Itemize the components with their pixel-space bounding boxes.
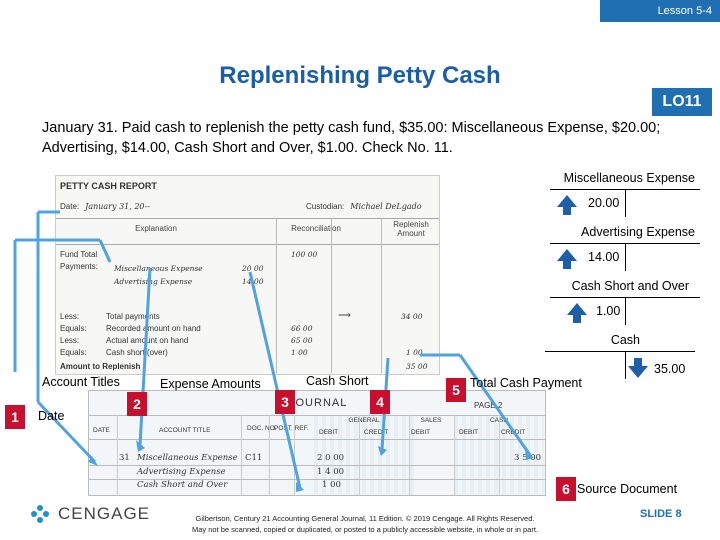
journal-misc-debit: 2 0 00 [317, 453, 345, 463]
arrow-down-icon [628, 358, 648, 378]
callout-5-badge: 5 [446, 378, 466, 402]
taccount-misc-label: Miscellaneous Expense [563, 171, 695, 185]
transaction-description: Paid cash to replenish the petty cash fu… [42, 120, 661, 156]
callout-5-text: Total Cash Payment [470, 376, 582, 390]
fund-total-value: 100 00 [291, 250, 318, 259]
report-custodian: Custodian: Michael DeLgado [306, 202, 422, 211]
taccount-misc-amount: 20.00 [588, 196, 620, 210]
callout-3-text: Cash Short [306, 374, 369, 388]
payment-misc-amount: 20 00 [242, 264, 264, 273]
taccount-cash-line [545, 351, 695, 352]
transaction-text: January 31. Paid cash to replenish the p… [42, 118, 662, 158]
row-payments: Payments: [60, 262, 98, 271]
journal-doc-no: C11 [245, 453, 263, 463]
taccount-cso-amount: 1.00 [596, 304, 621, 318]
callout-account-titles: Account Titles [42, 375, 120, 389]
hdr-account-title: ACCOUNT TITLE [159, 427, 211, 434]
col-replenish: Replenish Amount [393, 220, 429, 238]
row-equals-1: Equals: [60, 324, 87, 333]
callout-6-badge: 6 [556, 477, 576, 501]
row-less-2: Less: [60, 336, 80, 345]
callout-2-text: Expense Amounts [160, 377, 261, 391]
row-cash-short: Cash short (over) [106, 348, 168, 357]
hdr-doc-no: DOC. NO. [247, 425, 277, 432]
hdr-general-credit: CREDIT [364, 429, 389, 436]
journal-row-cash-short: Cash Short and Over [137, 480, 228, 490]
taccount-cso-vline [625, 297, 626, 325]
callout-2-badge: 2 [127, 392, 147, 416]
payment-misc: Miscellaneous Expense [114, 264, 203, 273]
report-date-value: January 31, 20-- [85, 202, 150, 211]
payment-advertising: Advertising Expense [114, 277, 193, 286]
citation-line-2: May not be scanned, copied or duplicated… [191, 525, 539, 534]
total-payments-value: 34 00 [401, 312, 423, 321]
page-label: PAGE [474, 401, 496, 410]
hdr-date: DATE [93, 427, 110, 434]
taccount-cash-label: Cash [610, 333, 640, 347]
cash-short-value: 1 00 [291, 348, 308, 357]
taccount-misc-vline [625, 189, 626, 217]
report-date: Date: January 31, 20-- [60, 202, 150, 211]
cengage-logo: CENGAGE [28, 502, 150, 526]
recorded-amount-value: 66 00 [291, 324, 313, 333]
callout-3-badge: 3 [275, 390, 295, 414]
taccount-cash-vline [625, 351, 626, 379]
hdr-sales-debit: DEBIT [411, 429, 431, 436]
cengage-logo-icon [31, 505, 49, 523]
page-number: 2 [497, 401, 503, 410]
transaction-date: January 31. [42, 120, 118, 136]
journal-advertising-debit: 1 4 00 [317, 467, 345, 477]
lesson-tab: Lesson 5-4 [600, 0, 720, 22]
arrow-up-icon [557, 249, 577, 269]
replenish-total: 35 00 [406, 362, 428, 371]
taccount-cash-amount: 35.00 [654, 362, 686, 376]
slide-number: SLIDE 8 [640, 508, 682, 520]
journal-cash-short-debit: 1 00 [322, 480, 341, 490]
citation-line-1: Gilbertson, Century 21 Accounting Genera… [195, 514, 535, 523]
journal-row-misc: Miscellaneous Expense [137, 453, 238, 463]
hdr-post-ref: POST. REF. [274, 425, 309, 432]
actual-amount-value: 65 00 [291, 336, 313, 345]
row-recorded-amount: Recorded amount on hand [106, 324, 201, 333]
arrow-right-icon: ⟶ [338, 310, 351, 320]
slide-title: Replenishing Petty Cash [219, 62, 501, 89]
taccount-cso-label: Cash Short and Over [571, 279, 689, 293]
row-equals-2: Equals: [60, 348, 87, 357]
callout-1-badge: 1 [5, 405, 25, 429]
taccount-adv-vline [625, 243, 626, 271]
citation: Gilbertson, Century 21 Accounting Genera… [130, 513, 600, 535]
row-less-1: Less: [60, 312, 80, 321]
group-general: GENERAL [348, 417, 380, 424]
cash-short-replenish: 1 00 [406, 348, 423, 357]
taccount-adv-amount: 14.00 [588, 250, 620, 264]
row-amount-to-replenish: Amount to Replenish [60, 362, 141, 371]
report-title: PETTY CASH REPORT [60, 181, 157, 191]
report-date-label: Date: [60, 202, 80, 211]
callout-6-text: Source Document [577, 482, 678, 496]
col-explanation: Explanation [135, 224, 177, 233]
taccount-adv-label: Advertising Expense [581, 225, 695, 239]
journal-row-advertising: Advertising Expense [137, 467, 226, 477]
col-reconciliation: Reconciliation [291, 224, 341, 233]
arrow-up-icon [557, 195, 577, 215]
journal-day: 31 [119, 453, 130, 463]
hdr-cash-debit: DEBIT [459, 429, 479, 436]
report-custodian-value: Michael DeLgado [350, 202, 422, 211]
cengage-brand: CENGAGE [58, 504, 151, 523]
callout-1-text: Date [38, 409, 65, 423]
arrow-up-icon [567, 303, 587, 323]
lo-badge: LO11 [652, 88, 712, 116]
group-sales: SALES [420, 417, 442, 424]
hdr-general-debit: DEBIT [319, 429, 339, 436]
row-fund-total: Fund Total [60, 250, 98, 259]
row-total-payments: Total payments [106, 312, 160, 321]
report-custodian-label: Custodian: [306, 202, 345, 211]
callout-4-badge: 4 [370, 390, 390, 414]
journal-page: PAGE 2 [474, 401, 502, 410]
journal-title: JOURNAL [289, 397, 348, 409]
